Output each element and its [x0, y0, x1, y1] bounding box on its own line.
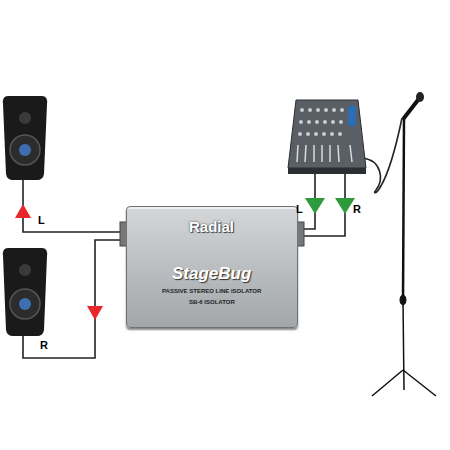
speaker [3, 248, 47, 336]
product-description: PASSIVE STEREO LINE ISOLATOR [162, 288, 261, 295]
speaker [3, 96, 47, 180]
mixer [288, 100, 366, 174]
microphone [416, 92, 424, 102]
microphone-stand [372, 100, 436, 396]
brand-logo: Radial [189, 219, 234, 236]
signal-arrow [335, 198, 355, 214]
signal-arrow [15, 204, 31, 218]
isolator-box: RadialStageBugPASSIVE STEREO LINE ISOLAT… [126, 206, 298, 328]
channel-label: R [353, 204, 361, 215]
product-name: StageBug [172, 265, 251, 284]
signal-arrow [87, 306, 103, 320]
channel-label: R [40, 340, 48, 351]
signal-arrow [305, 198, 325, 214]
channel-label: L [38, 215, 45, 226]
channel-label: L [296, 204, 303, 215]
model-number: SB-6 ISOLATOR [189, 299, 235, 306]
